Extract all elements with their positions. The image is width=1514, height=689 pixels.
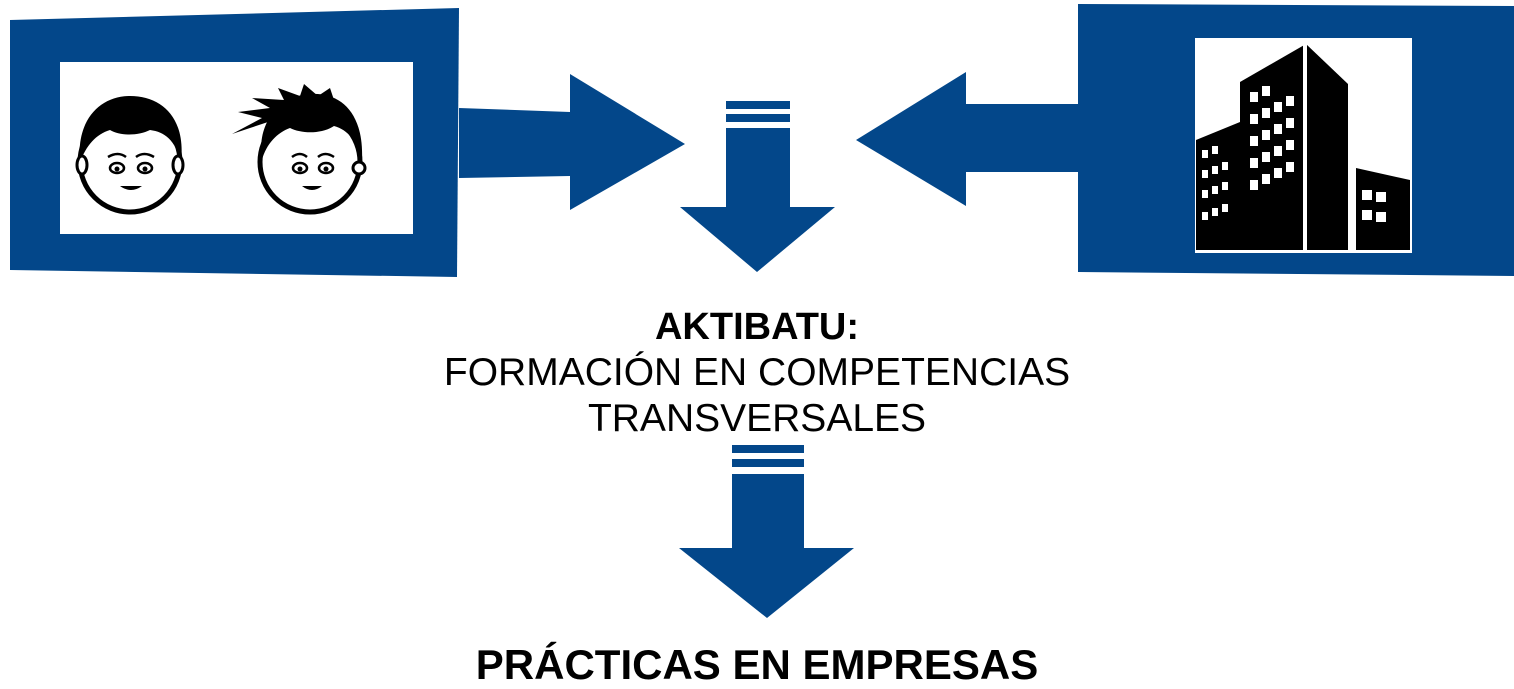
bottom-down-arrow xyxy=(679,445,854,618)
students-panel xyxy=(10,8,459,277)
spiky-hair-face-icon xyxy=(232,84,367,215)
center-down-arrow xyxy=(680,101,835,272)
companies-panel xyxy=(1078,4,1514,276)
aktibatu-description-line-2: TRANSVERSALES xyxy=(587,397,927,440)
boy-face-icon xyxy=(75,96,185,215)
aktibatu-title: AKTIBATU: xyxy=(654,306,860,348)
aktibatu-description-line-1: FORMACIÓN EN COMPETENCIAS xyxy=(443,351,1071,394)
students-arrow-right xyxy=(459,74,685,210)
practicas-title: PRÁCTICAS EN EMPRESAS xyxy=(475,641,1039,688)
companies-arrow-left xyxy=(856,72,1078,206)
office-buildings-icon xyxy=(1196,44,1410,250)
